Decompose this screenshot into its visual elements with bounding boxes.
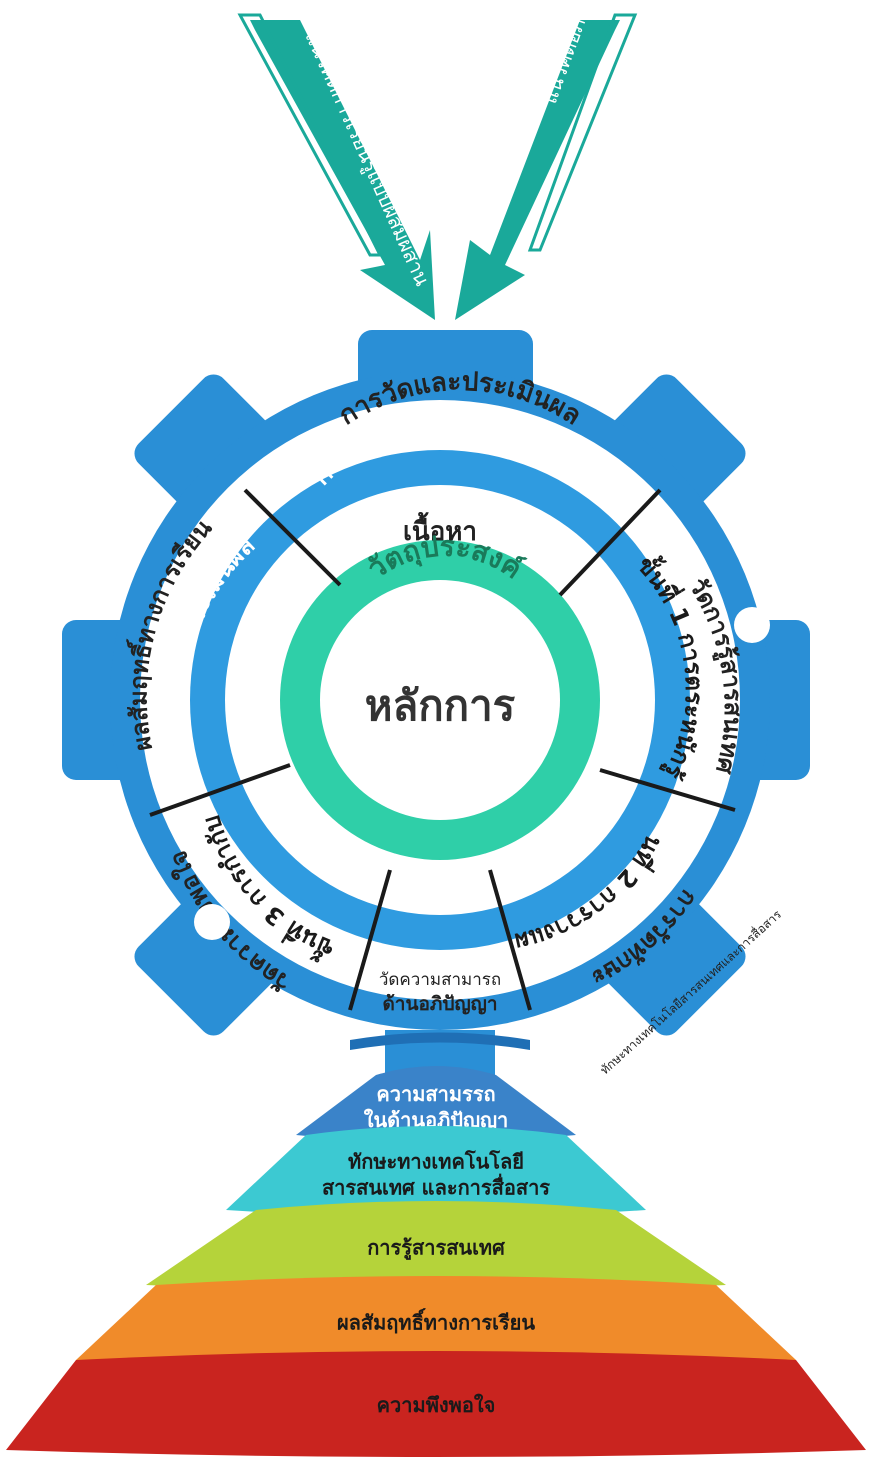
pyramid-tier xyxy=(296,1066,576,1142)
pyramid-tier xyxy=(226,1126,646,1217)
left-arrow xyxy=(237,13,435,320)
ring-dividers xyxy=(149,488,736,1011)
pyramid-tier xyxy=(6,1351,866,1457)
metacognition-label-line1: วัดความสามารถ xyxy=(379,970,501,990)
pyramid-tier-label: ความสามรรถ xyxy=(376,1082,495,1106)
content-label: เนื้อหา xyxy=(403,511,477,547)
pyramid-tier xyxy=(76,1276,796,1367)
pyramid-tier xyxy=(146,1201,726,1292)
right-arrow xyxy=(455,13,638,320)
center-label: หลักการ xyxy=(365,681,516,730)
pyramid-tier-label: ผลสัมฤทธิ์ทางการเรียน xyxy=(337,1308,535,1335)
pyramid: ความสามรรถในด้านอภิปัญญาทักษะทางเทคโนโลย… xyxy=(6,1066,866,1457)
pyramid-tier-sublabel: สารสนเทศ และการสื่อสาร xyxy=(322,1173,550,1200)
metacognition-label-line2: ด้านอภิปัญญา xyxy=(382,993,497,1015)
pyramid-tier-label: ทักษะทางเทคโนโลยี xyxy=(348,1150,524,1174)
pyramid-tier-label: ความพึงพอใจ xyxy=(377,1393,496,1417)
pyramid-tier-label: การรู้สารสนเทศ xyxy=(367,1236,506,1262)
gear xyxy=(62,330,810,1036)
